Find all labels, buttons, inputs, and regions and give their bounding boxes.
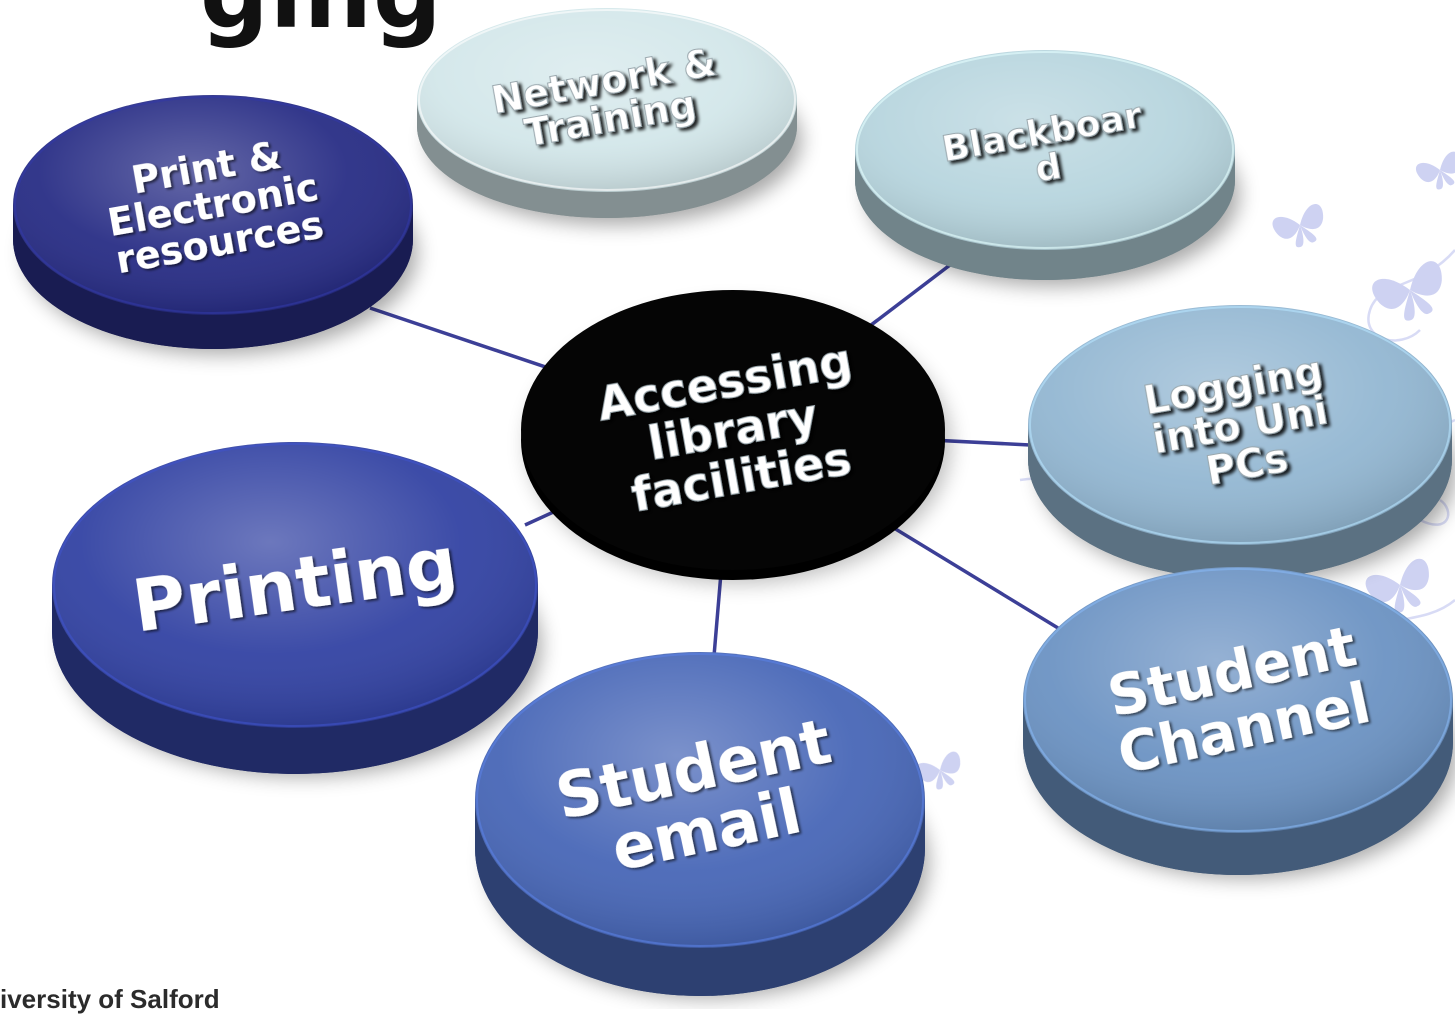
node-student-channel[interactable]: StudentChannel [1023,567,1455,879]
node-blackboard[interactable]: Blackboard [855,50,1240,286]
butterfly-icon [1272,203,1324,248]
node-printing[interactable]: Printing [52,442,542,777]
node-network-training[interactable]: Network &Training [417,8,802,225]
center-node[interactable]: Accessinglibraryfacilities [521,290,951,584]
node-label-line: d [1032,146,1065,191]
slide-title-fragment: ging [200,0,443,50]
node-print-electronic[interactable]: Print &Electronicresources [13,95,417,355]
butterfly-icon [1372,261,1442,321]
node-logging-into-uni-pcs[interactable]: Logginginto UniPCs [1028,305,1455,584]
swirl-decoration [1367,249,1455,342]
butterfly-icon [1415,151,1455,190]
footer-university-name: iversity of Salford [0,984,220,1014]
butterfly-icon [1365,558,1429,613]
node-student-email[interactable]: Studentemail [475,652,929,999]
node-label: Accessinglibraryfacilities [593,333,873,525]
